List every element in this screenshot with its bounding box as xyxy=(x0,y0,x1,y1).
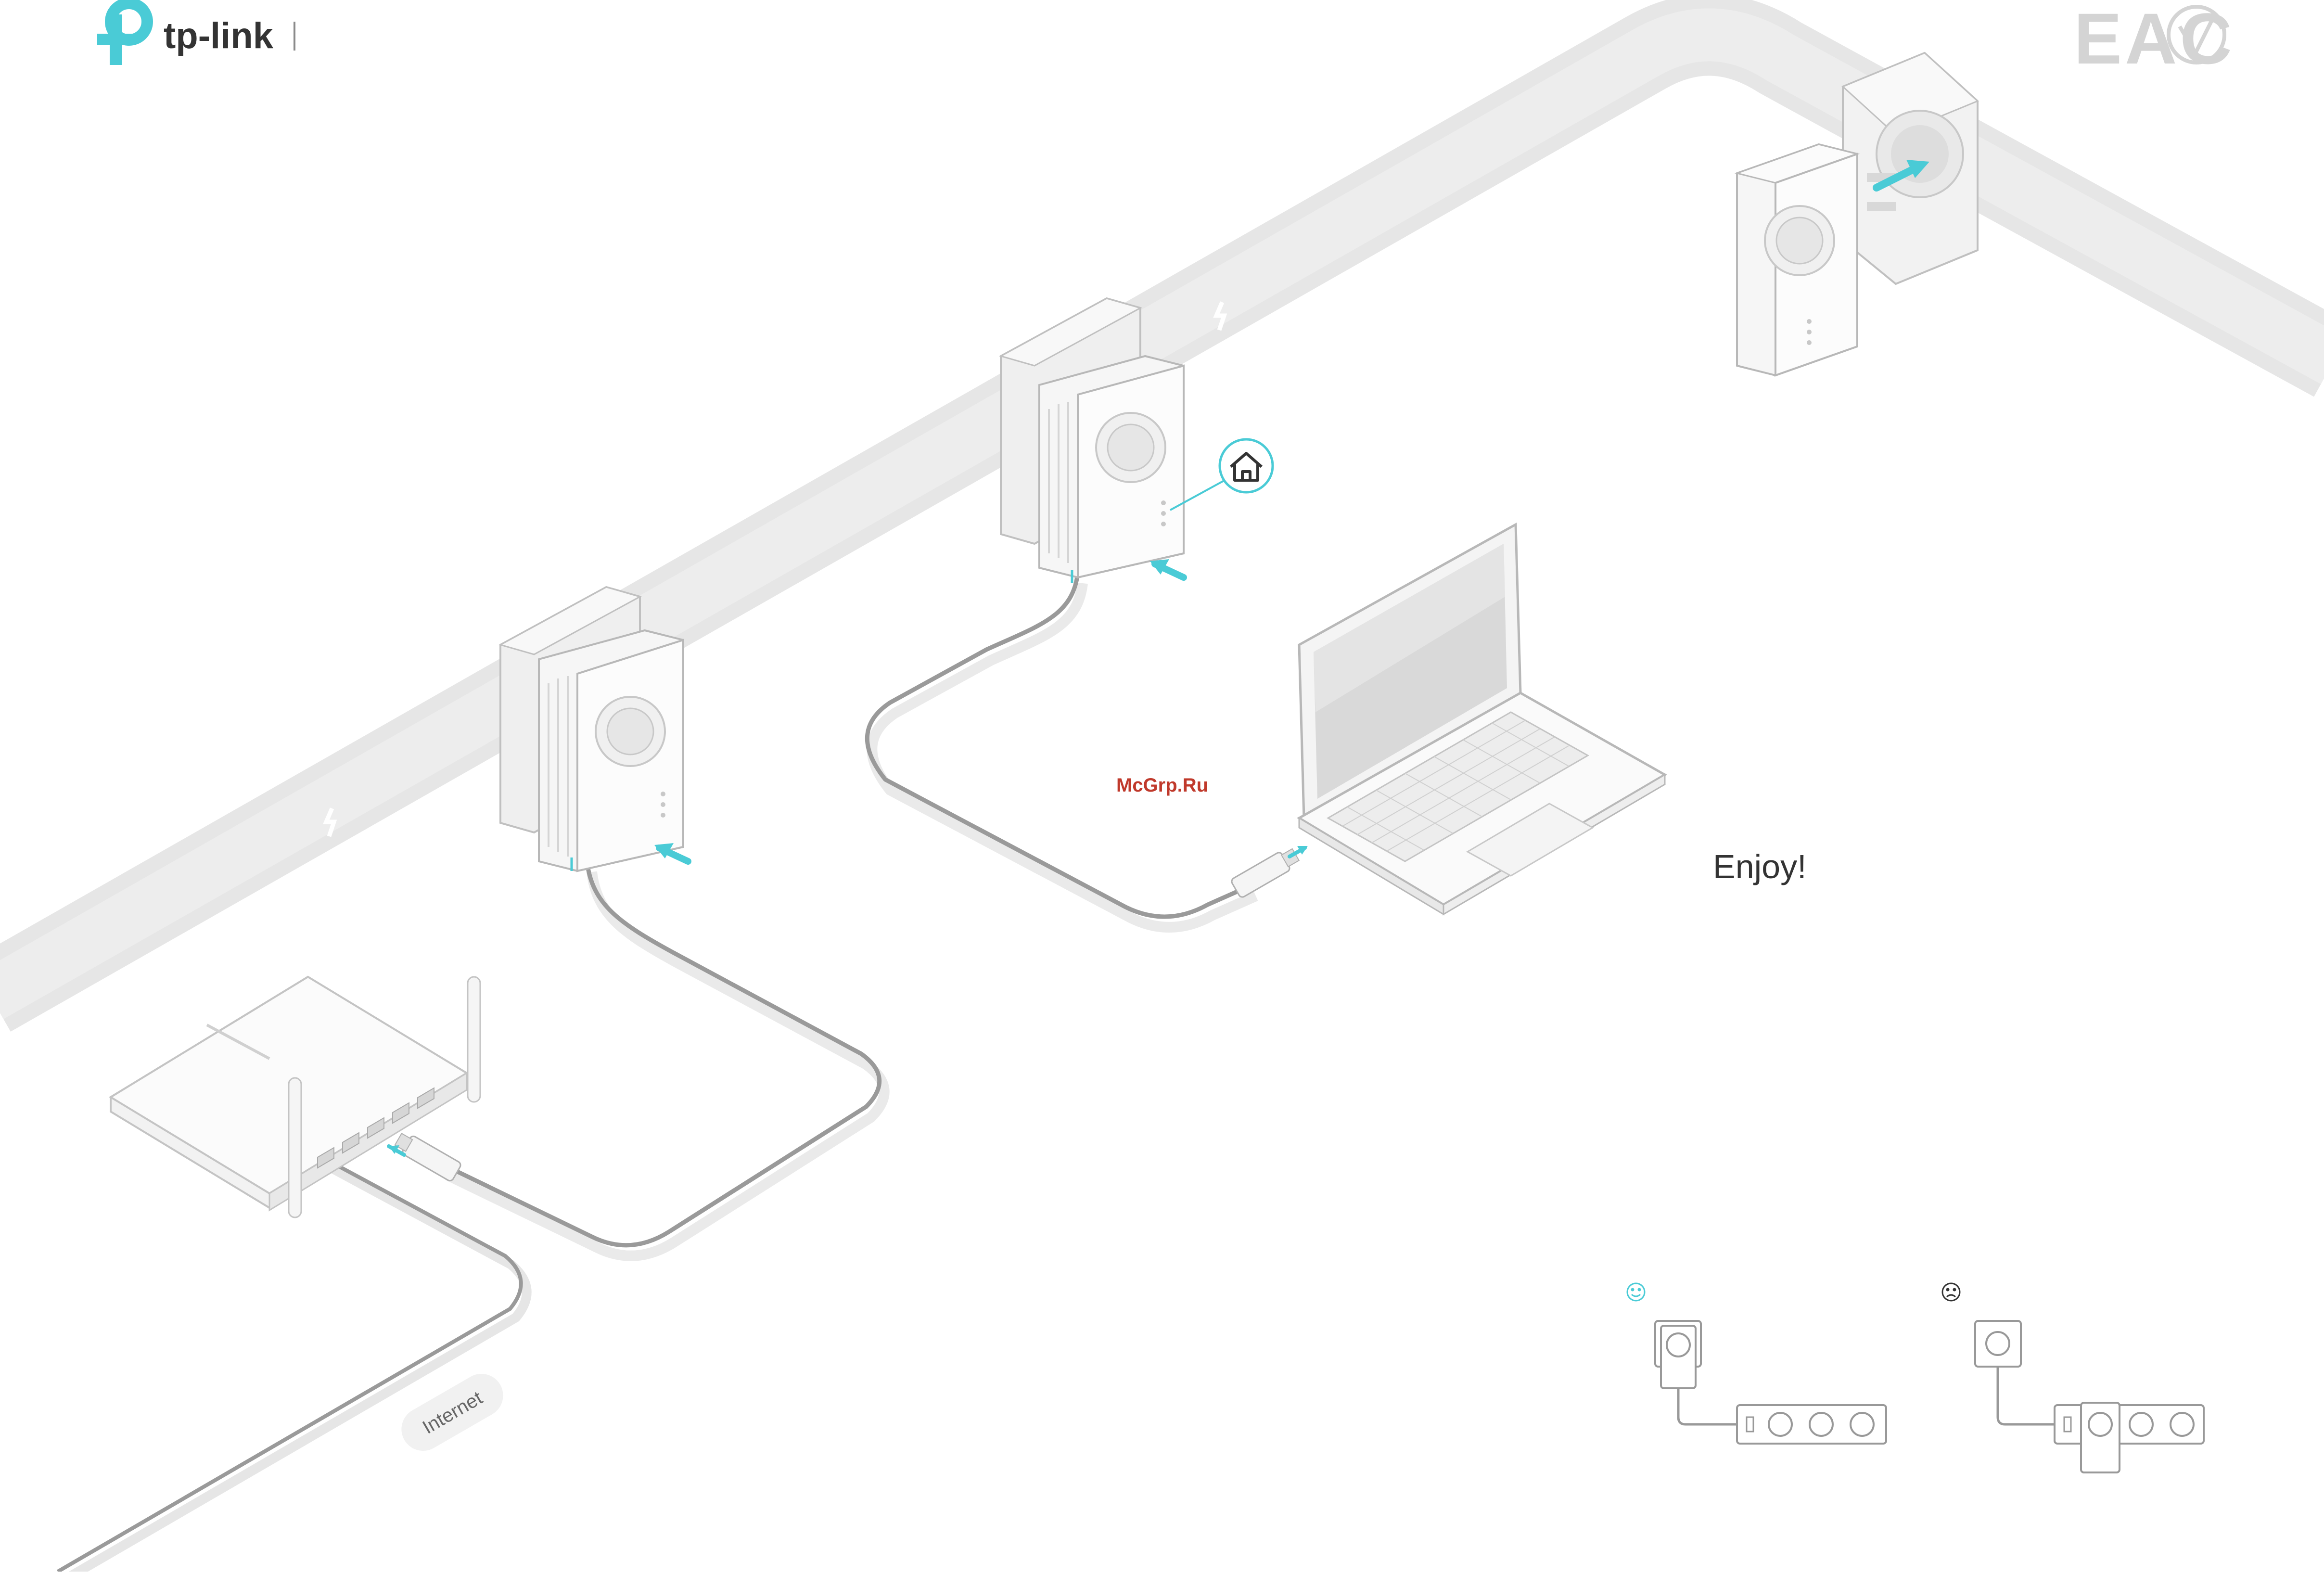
frowny-icon xyxy=(1942,1283,1960,1301)
tip-dont-power-strip xyxy=(1942,1283,2204,1472)
cable-powerline-to-laptop xyxy=(867,573,1256,927)
watermark: McGrp.Ru xyxy=(1116,775,1208,796)
enjoy-label: Enjoy! xyxy=(1713,848,1807,885)
ethernet-connector xyxy=(1230,845,1301,898)
logo-text: tp-link xyxy=(164,15,274,56)
smiley-icon xyxy=(1627,1283,1645,1301)
tp-link-logo: tp-link xyxy=(97,3,294,65)
cable-powerline-to-router xyxy=(443,861,884,1256)
home-status-callout xyxy=(1220,439,1273,492)
router xyxy=(111,977,480,1217)
tip-do-wall-socket xyxy=(1627,1283,1886,1444)
laptop xyxy=(1299,525,1665,914)
